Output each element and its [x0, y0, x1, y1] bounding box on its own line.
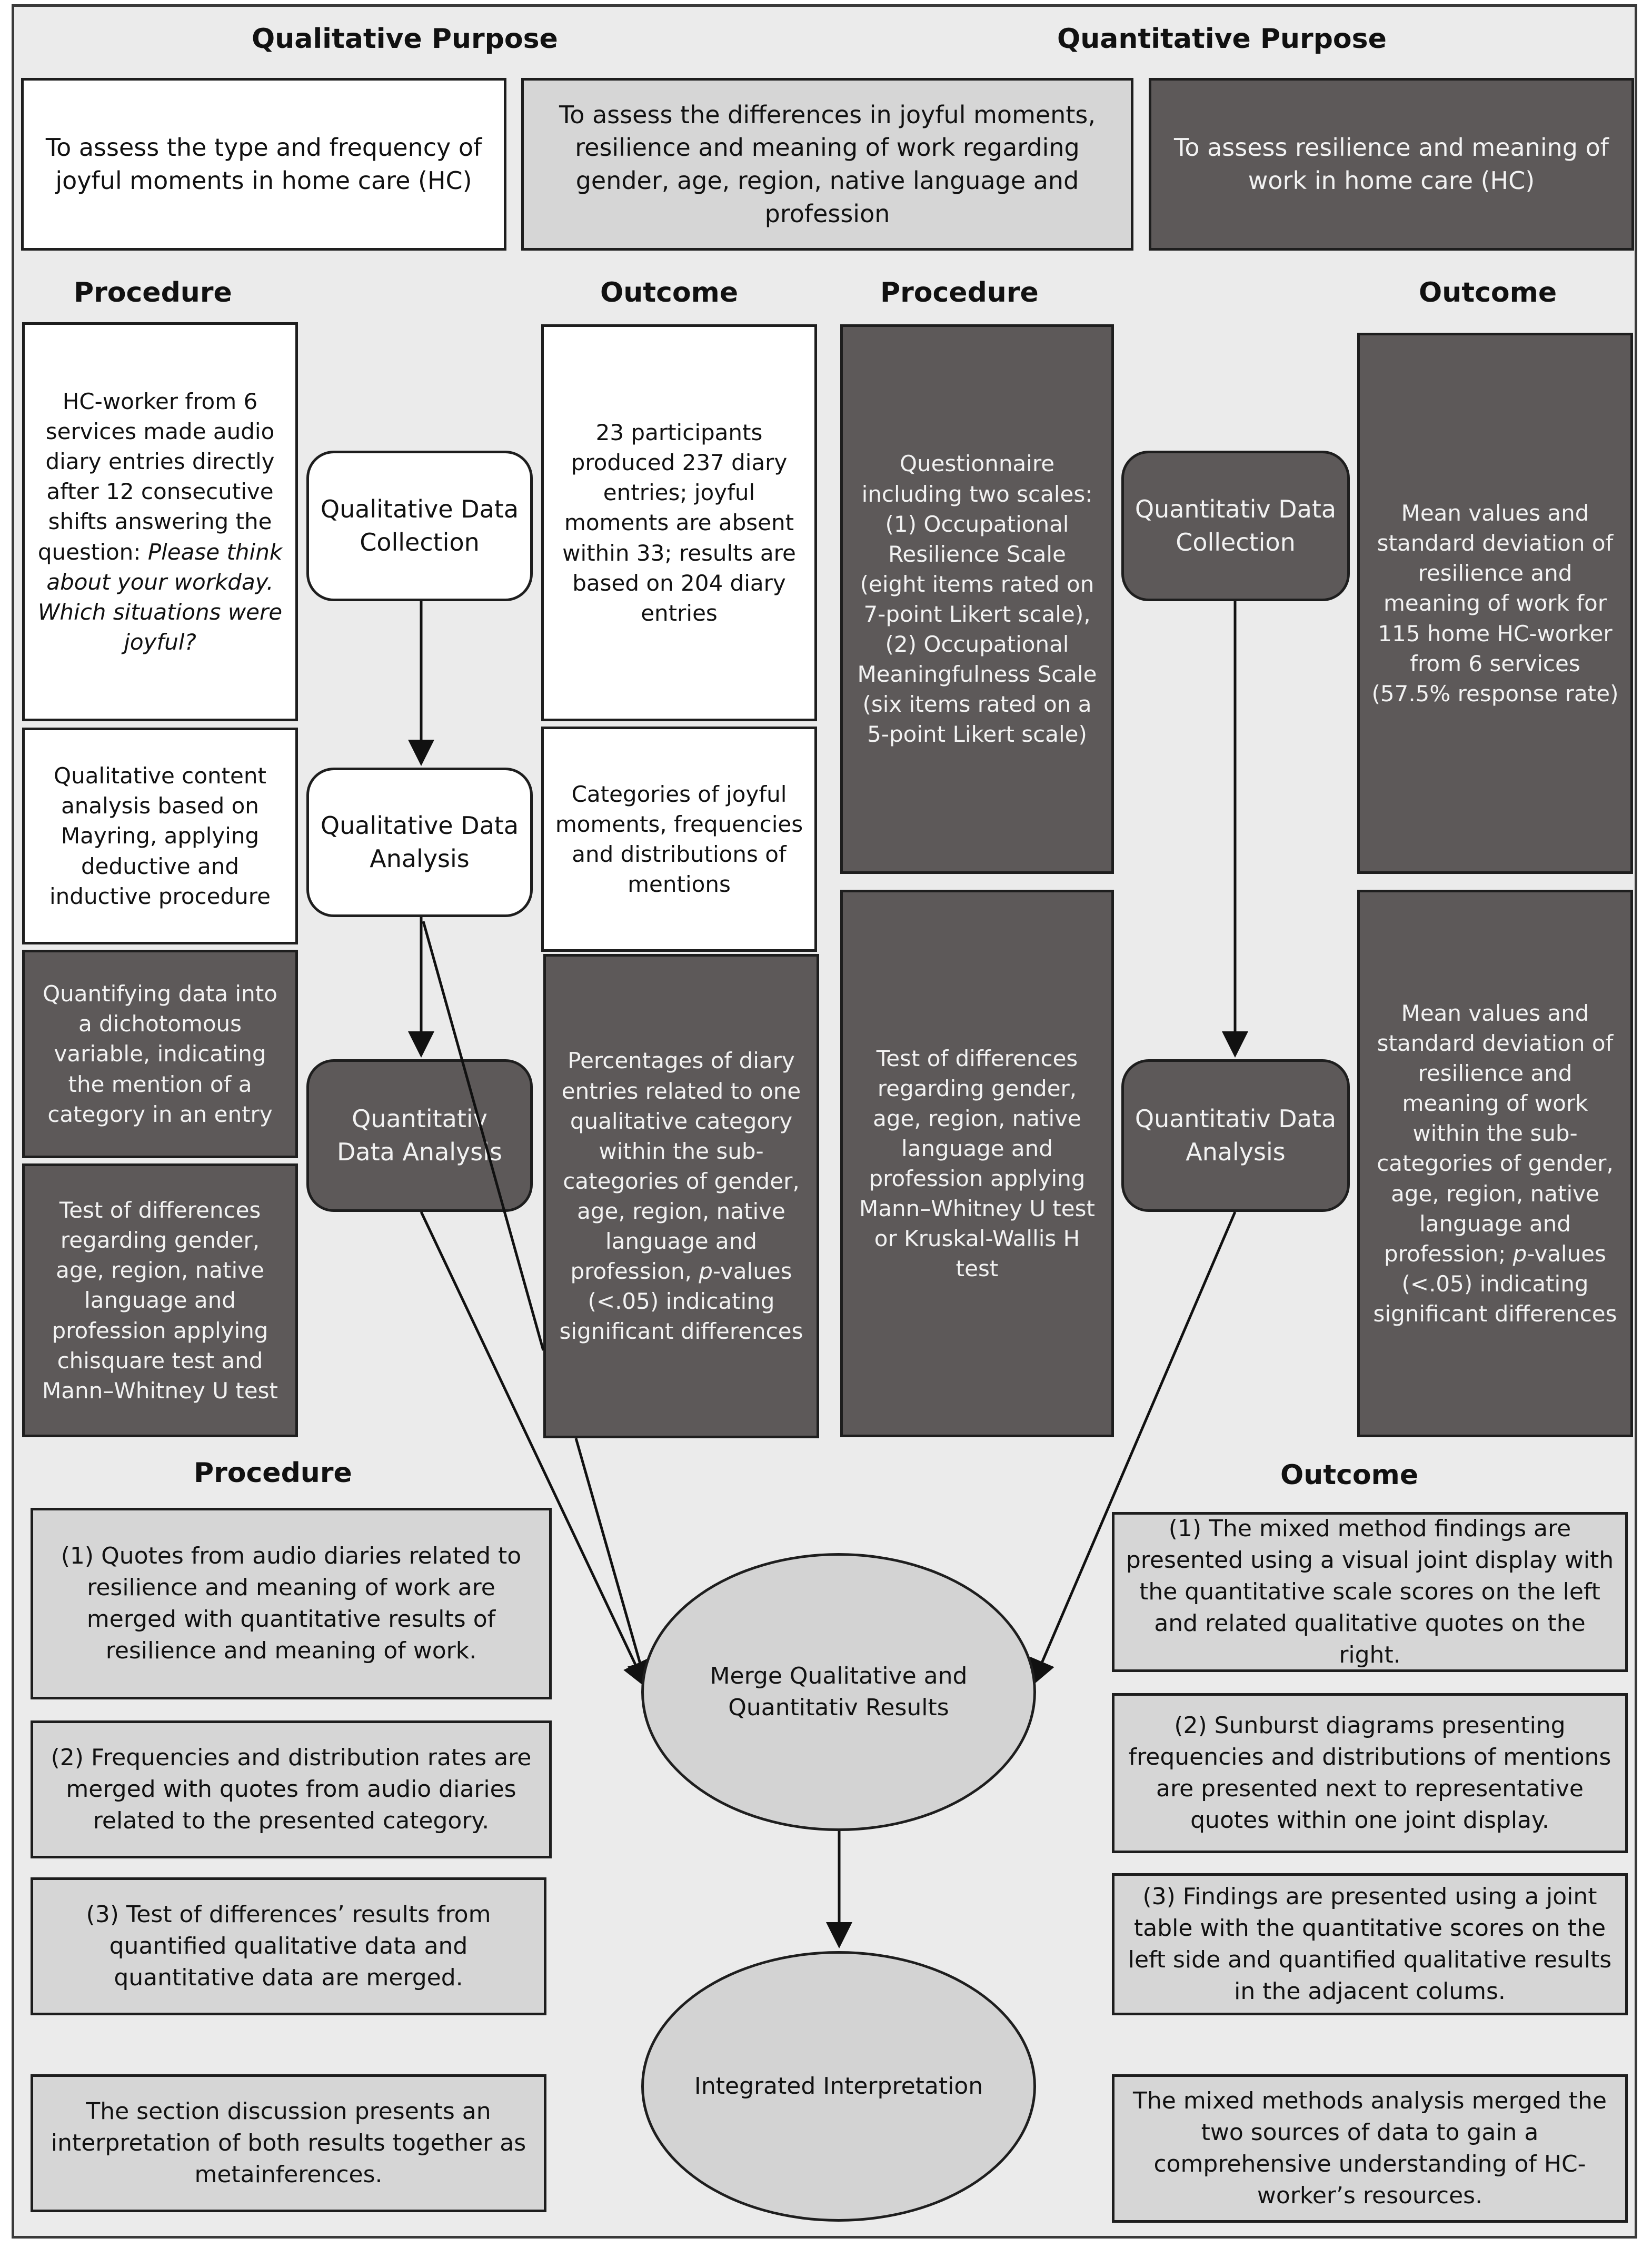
interpretation-right-box: The mixed methods analysis merged the tw… [1112, 2074, 1628, 2223]
qual-outcome-heading: Outcome [600, 277, 739, 309]
merge-procedure-heading: Procedure [194, 1457, 352, 1489]
qual-procedure-test-box: Test of differences regarding gender, ag… [22, 1163, 298, 1437]
qual-quantitativ-data-analysis-node: Quantitativ Data Analysis [306, 1059, 533, 1212]
quantitative-purpose-heading: Quantitative Purpose [1057, 23, 1387, 55]
arrow-percentages-to-merge [574, 1438, 653, 1688]
quantitativ-data-analysis-node: Quantitativ Data Analysis [1121, 1059, 1350, 1212]
qual-procedure-quantifying-box: Quantifying data into a dichotomous vari… [22, 950, 298, 1158]
qual-procedure-diary-box: HC-worker from 6 services made audio dia… [22, 322, 298, 721]
p-symbol: p [1512, 1240, 1527, 1267]
p-values-text: -values (<.05) indicating significant di… [1373, 1240, 1617, 1327]
quant-procedure-questionnaire-box: Questionnaire including two scales: (1) … [840, 324, 1114, 874]
qual-procedure-content-analysis-box: Qualitative content analysis based on Ma… [22, 728, 298, 944]
diary-procedure-text: HC-worker from 6 services made audio dia… [37, 389, 275, 565]
quant-procedure-heading: Procedure [880, 277, 1039, 309]
merge-procedure-3-box: (3) Test of differences’ results from qu… [31, 1877, 546, 2015]
merge-procedure-1-box: (1) Quotes from audio diaries related to… [31, 1508, 552, 1699]
arrow-qual-quant-analysis-to-merge [420, 1211, 648, 1688]
line-qual-analysis-diagonal [422, 921, 545, 1351]
interpretation-left-box: The section discussion presents an inter… [31, 2074, 546, 2212]
merge-results-ellipse: Merge Qualitative and Quantitativ Result… [641, 1553, 1036, 1831]
quant-outcome-subcategories-box: Mean values and standard deviation of re… [1357, 890, 1633, 1437]
qual-outcome-percentages-box: Percentages of diary entries related to … [543, 954, 819, 1438]
mixed-purpose-box: To assess the differences in joyful mome… [521, 78, 1133, 251]
qualitative-data-collection-node: Qualitative Data Collection [306, 451, 533, 601]
merge-outcome-1-box: (1) The mixed method findings are presen… [1112, 1512, 1628, 1672]
integrated-interpretation-ellipse: Integrated Interpretation [641, 1951, 1036, 2222]
qualitative-data-analysis-node: Qualitative Data Analysis [306, 768, 533, 917]
diary-question-text: Please think about your workday. Which s… [37, 539, 283, 655]
qual-outcome-categories-box: Categories of joyful moments, frequencie… [541, 727, 817, 952]
quant-outcome-mean-values-box: Mean values and standard deviation of re… [1357, 333, 1633, 874]
percentages-text: Percentages of diary entries related to … [561, 1048, 801, 1285]
p-symbol: p [699, 1258, 713, 1285]
merge-outcome-heading: Outcome [1280, 1459, 1419, 1491]
qualitative-purpose-box: To assess the type and frequency of joyf… [21, 78, 506, 251]
quantitative-purpose-box: To assess resilience and meaning of work… [1149, 78, 1634, 251]
p-values-text: -values (<.05) indicating significant di… [559, 1258, 803, 1345]
merge-outcome-3-box: (3) Findings are presented using a joint… [1112, 1873, 1628, 2015]
arrow-quant-analysis-to-merge [1030, 1211, 1237, 1686]
merge-outcome-2-box: (2) Sunburst diagrams presenting frequen… [1112, 1693, 1628, 1853]
subcategories-text: Mean values and standard deviation of re… [1377, 1000, 1614, 1267]
quantitativ-data-collection-node: Quantitativ Data Collection [1121, 451, 1350, 601]
quant-outcome-heading: Outcome [1419, 277, 1557, 309]
qual-procedure-heading: Procedure [74, 277, 232, 309]
qualitative-purpose-heading: Qualitative Purpose [252, 23, 558, 55]
quant-procedure-test-box: Test of differences regarding gender, ag… [840, 890, 1114, 1437]
merge-procedure-2-box: (2) Frequencies and distribution rates a… [31, 1720, 552, 1858]
qual-outcome-participants-box: 23 participants produced 237 diary entri… [541, 324, 817, 721]
